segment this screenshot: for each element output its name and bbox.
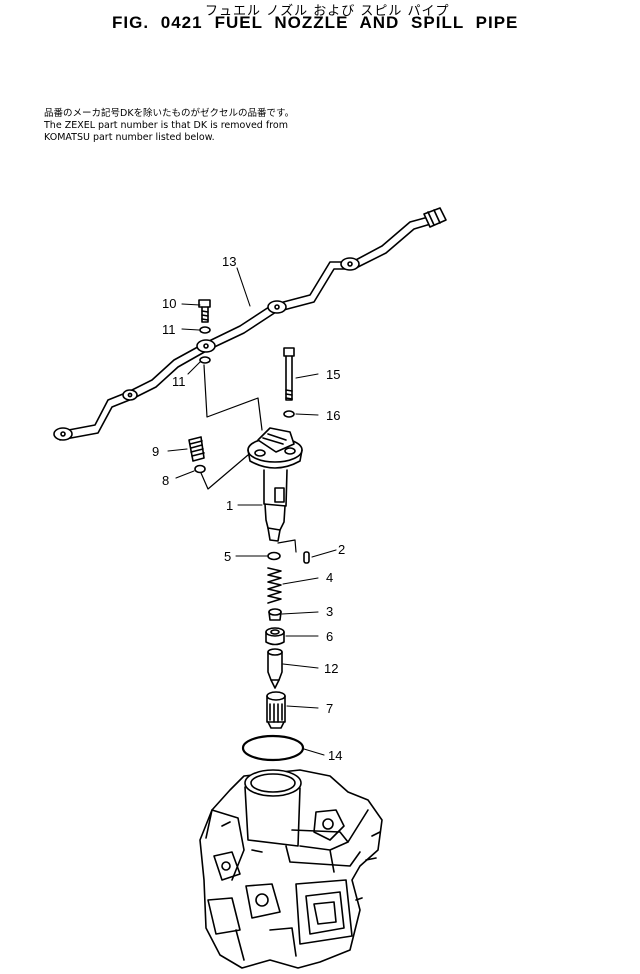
- fitting-washer: [194, 464, 206, 474]
- callout-1: 1: [226, 498, 233, 513]
- callout-9: 9: [152, 444, 159, 459]
- callout-11-upper: 11: [162, 322, 176, 337]
- figure-name: FUEL NOZZLE AND SPILL PIPE: [214, 13, 519, 32]
- callout-10: 10: [162, 296, 176, 311]
- figure-title: FIG. 0421 FUEL NOZZLE AND SPILL PIPE: [112, 13, 518, 33]
- spill-fitting: [188, 436, 205, 462]
- callout-5: 5: [224, 549, 231, 564]
- pin: [303, 551, 310, 564]
- callout-6: 6: [326, 629, 333, 644]
- callout-13: 13: [222, 254, 236, 269]
- title-japanese: フュエル ノズル および スピル パイプ: [205, 4, 450, 19]
- note-line-1: The ZEXEL part number is that DK is remo…: [44, 120, 288, 131]
- shim: [267, 551, 281, 561]
- nozzle-spring: [267, 567, 282, 604]
- callout-11-lower: 11: [172, 374, 186, 389]
- figure-number: FIG. 0421: [112, 13, 203, 32]
- o-ring: [241, 734, 305, 762]
- callout-7: 7: [326, 701, 333, 716]
- washer-lower: [199, 356, 211, 364]
- callout-8: 8: [162, 473, 169, 488]
- callout-3: 3: [326, 604, 333, 619]
- spill-pipe: [53, 207, 447, 441]
- callout-12: 12: [324, 661, 338, 676]
- note-japanese: 品番のメーカ記号DKを除いたものがゼクセルの品番です。: [44, 108, 295, 119]
- pipe-bolt: [198, 299, 211, 323]
- nozzle-tip: [267, 648, 283, 689]
- leader-lines: [167, 267, 337, 756]
- callout-4: 4: [326, 570, 333, 585]
- callout-2: 2: [338, 542, 345, 557]
- callout-14: 14: [328, 748, 342, 763]
- stud-bolt: [283, 347, 295, 401]
- spacer: [265, 627, 285, 646]
- part-number-note: 品番のメーカ記号DKを除いたものがゼクセルの品番です。 The ZEXEL pa…: [44, 108, 294, 144]
- spring-seat: [268, 608, 282, 621]
- nozzle-holder: [247, 427, 303, 542]
- callout-16: 16: [326, 408, 340, 423]
- washer-upper: [199, 326, 211, 334]
- retaining-nut: [266, 691, 286, 729]
- callout-15: 15: [326, 367, 340, 382]
- cylinder-head: [199, 769, 383, 969]
- note-line-2: KOMATSU part number listed below.: [44, 132, 215, 143]
- stud-washer: [283, 410, 295, 418]
